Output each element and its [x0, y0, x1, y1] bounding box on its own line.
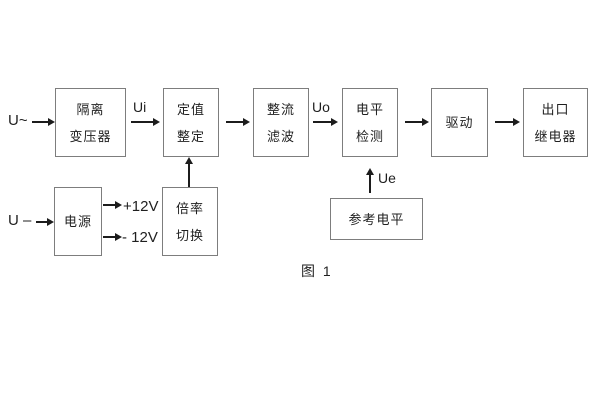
block-setting-line2: 整定: [176, 128, 205, 144]
block-drive-line1: 驱动: [445, 115, 474, 130]
arrow-level-to-drive: [405, 118, 429, 126]
block-isolation-line2: 变压器: [69, 128, 112, 144]
block-multiplier-line2: 切换: [175, 227, 204, 243]
block-rectifier-filter: 整流 滤波: [253, 88, 309, 157]
arrow-setting-to-rectifier: [226, 118, 250, 126]
arrow-ac-to-isolation: [32, 118, 55, 126]
arrow-isolation-to-setting: [131, 118, 160, 126]
block-setpoint-adjust: 定值 整定: [163, 88, 219, 157]
block-multiplier-switch: 倍率 切换: [162, 187, 218, 256]
block-setting-line1: 定值: [176, 101, 205, 117]
arrow-multiplier-to-setting: [185, 157, 193, 187]
block-drive: 驱动: [431, 88, 488, 157]
block-level-line2: 检测: [355, 128, 384, 144]
block-relay-line2: 继电器: [534, 128, 577, 144]
arrow-drive-to-relay: [495, 118, 520, 126]
block-relay-line1: 出口: [541, 101, 570, 117]
block-isolation-transformer: 隔离 变压器: [55, 88, 126, 157]
block-level-detect: 电平 检测: [342, 88, 398, 157]
arrow-dc-to-power: [36, 218, 54, 226]
block-multiplier-line1: 倍率: [175, 200, 204, 216]
block-isolation-line1: 隔离: [76, 101, 105, 117]
block-reference-line1: 参考电平: [348, 211, 405, 227]
arrow-power-plus12v: [103, 201, 122, 209]
arrow-reference-to-level: [366, 168, 374, 193]
rail-label-minus12v: - 12V: [122, 229, 158, 246]
signal-label-uo: Uo: [312, 99, 330, 115]
dc-input-label: U –: [8, 212, 32, 229]
signal-label-ui: Ui: [133, 99, 147, 115]
block-rectifier-line2: 滤波: [266, 128, 295, 144]
block-output-relay: 出口 继电器: [523, 88, 588, 157]
arrow-rectifier-to-level: [313, 118, 338, 126]
block-reference-level: 参考电平: [330, 198, 423, 240]
block-level-line1: 电平: [355, 101, 384, 117]
block-power-line1: 电源: [63, 214, 92, 229]
signal-label-ue: Ue: [378, 170, 396, 186]
ac-input-label: U~: [8, 112, 28, 129]
block-rectifier-line1: 整流: [266, 101, 295, 117]
figure-caption: 图 1: [301, 263, 333, 279]
arrow-power-minus12v: [103, 233, 122, 241]
rail-label-plus12v: +12V: [123, 198, 159, 215]
block-power-supply: 电源: [54, 187, 102, 256]
